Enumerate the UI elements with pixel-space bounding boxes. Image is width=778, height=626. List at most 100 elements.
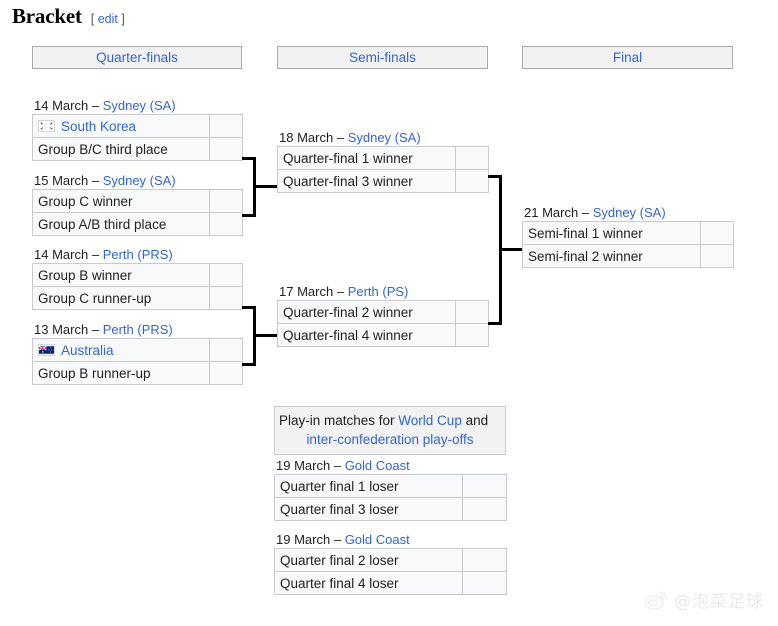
team-name-label: Group B runner-up bbox=[38, 365, 151, 381]
venue-link[interactable]: Gold Coast bbox=[344, 458, 410, 473]
bracket-connector-stub-semi-final-1 bbox=[256, 185, 278, 188]
team-name-label: Quarter final 4 loser bbox=[280, 575, 399, 591]
table-row: Quarter final 3 loser bbox=[274, 497, 507, 521]
match-table-quarter-final-2: Group C winner Group A/B third place bbox=[32, 189, 243, 236]
match-date-quarter-final-1: 14 March – Sydney (SA) bbox=[32, 97, 243, 114]
table-row: Semi-final 1 winner bbox=[522, 221, 734, 245]
team-name-label: Group C winner bbox=[38, 193, 133, 209]
venue-link[interactable]: Perth (PRS) bbox=[102, 322, 173, 337]
score-cell bbox=[209, 114, 243, 138]
weibo-watermark: @泡菜足球 bbox=[644, 587, 764, 612]
venue-link[interactable]: Gold Coast bbox=[344, 532, 410, 547]
match-date-text: 18 March bbox=[279, 130, 334, 145]
venue-link[interactable]: Perth (PRS) bbox=[102, 247, 173, 262]
match-quarter-final-2: 15 March – Sydney (SA) Group C winner Gr… bbox=[32, 172, 243, 236]
team-name-label: Quarter-final 1 winner bbox=[283, 150, 413, 166]
match-table-quarter-final-4: Australia Group B runner-up bbox=[32, 338, 243, 385]
match-date-quarter-final-4: 13 March – Perth (PRS) bbox=[32, 321, 243, 338]
team-name-label: Group C runner-up bbox=[38, 290, 152, 306]
team-cell: Quarter final 1 loser bbox=[274, 474, 463, 498]
bracket-connector-qf3-qf4 bbox=[242, 306, 256, 366]
score-cell bbox=[462, 548, 507, 572]
score-cell bbox=[209, 338, 243, 362]
team-cell: Semi-final 1 winner bbox=[522, 221, 701, 245]
table-row: Semi-final 2 winner bbox=[522, 244, 734, 268]
team-name-label: Group A/B third place bbox=[38, 216, 167, 232]
team-name-label: Quarter final 2 loser bbox=[280, 552, 399, 568]
match-table-final: Semi-final 1 winner Semi-final 2 winner bbox=[522, 221, 734, 268]
team-name-label: Quarter-final 4 winner bbox=[283, 327, 413, 343]
table-row: Australia bbox=[32, 338, 243, 362]
bracket-connector-qf1-qf2 bbox=[242, 157, 256, 217]
match-date-text: 13 March bbox=[34, 322, 89, 337]
team-cell: Semi-final 2 winner bbox=[522, 244, 701, 268]
table-row: Quarter-final 1 winner bbox=[277, 146, 489, 170]
venue-link[interactable]: Sydney (SA) bbox=[592, 205, 666, 220]
venue-link[interactable]: Sydney (SA) bbox=[347, 130, 421, 145]
table-row: Quarter final 1 loser bbox=[274, 474, 507, 498]
inter-confederation-play-offs-link[interactable]: inter-confederation play-offs bbox=[306, 432, 474, 447]
table-row: Group B/C third place bbox=[32, 137, 243, 161]
play-in-caption-line-1: Play-in matches for World Cup and bbox=[279, 411, 501, 430]
team-name-label: Semi-final 1 winner bbox=[528, 225, 643, 241]
team-cell[interactable]: Australia bbox=[32, 338, 210, 362]
team-name-label[interactable]: Australia bbox=[61, 342, 114, 358]
south-korea-flag bbox=[38, 120, 55, 132]
venue-link[interactable]: Sydney (SA) bbox=[102, 98, 176, 113]
round-header-final[interactable]: Final bbox=[522, 46, 733, 69]
team-name-label: Group B/C third place bbox=[38, 141, 168, 157]
team-cell: Group C runner-up bbox=[32, 286, 210, 310]
table-row: Quarter final 2 loser bbox=[274, 548, 507, 572]
table-row: Quarter-final 3 winner bbox=[277, 169, 489, 193]
match-quarter-final-3: 14 March – Perth (PRS) Group B winner Gr… bbox=[32, 246, 243, 310]
table-row: Group B winner bbox=[32, 263, 243, 287]
match-date-quarter-final-2: 15 March – Sydney (SA) bbox=[32, 172, 243, 189]
date-venue-dash: – bbox=[581, 205, 590, 220]
bracket-connector-stub-semi-final-2 bbox=[256, 334, 278, 337]
play-in-caption-line-2: inter-confederation play-offs bbox=[279, 430, 501, 449]
bracket-connector-stub-final bbox=[502, 248, 523, 251]
table-row: Quarter final 4 loser bbox=[274, 571, 507, 595]
date-venue-dash: – bbox=[91, 322, 100, 337]
match-semi-final-1: 18 March – Sydney (SA) Quarter-final 1 w… bbox=[277, 129, 489, 193]
team-cell: Quarter-final 3 winner bbox=[277, 169, 456, 193]
play-in-caption-box: Play-in matches for World Cup and inter-… bbox=[274, 406, 506, 455]
team-name-label[interactable]: South Korea bbox=[61, 118, 137, 134]
round-header-quarter-finals[interactable]: Quarter-finals bbox=[32, 46, 242, 69]
venue-link[interactable]: Perth (PS) bbox=[347, 284, 409, 299]
round-header-semi-finals[interactable]: Semi-finals bbox=[277, 46, 488, 69]
edit-section-link-wrapper: [ edit ] bbox=[91, 12, 125, 26]
team-name-label: Quarter final 3 loser bbox=[280, 501, 399, 517]
match-date-text: 14 March bbox=[34, 247, 89, 262]
score-cell bbox=[209, 286, 243, 310]
match-date-quarter-final-3: 14 March – Perth (PRS) bbox=[32, 246, 243, 263]
bracket-connector-sf1-sf2 bbox=[488, 175, 502, 325]
team-cell: Quarter-final 1 winner bbox=[277, 146, 456, 170]
world-cup-link[interactable]: World Cup bbox=[398, 413, 462, 428]
date-venue-dash: – bbox=[91, 247, 100, 262]
team-cell: Quarter-final 2 winner bbox=[277, 300, 456, 324]
table-row: Quarter-final 4 winner bbox=[277, 323, 489, 347]
match-table-semi-final-2: Quarter-final 2 winner Quarter-final 4 w… bbox=[277, 300, 489, 347]
date-venue-dash: – bbox=[333, 532, 342, 547]
australia-flag bbox=[38, 344, 55, 356]
score-cell bbox=[700, 244, 734, 268]
team-cell: Group B winner bbox=[32, 263, 210, 287]
date-venue-dash: – bbox=[336, 284, 345, 299]
play-in-caption-suffix: and bbox=[461, 413, 489, 428]
team-cell: Quarter-final 4 winner bbox=[277, 323, 456, 347]
date-venue-dash: – bbox=[333, 458, 342, 473]
team-name-label: Quarter final 1 loser bbox=[280, 478, 399, 494]
venue-link[interactable]: Sydney (SA) bbox=[102, 173, 176, 188]
team-name-label: Quarter-final 3 winner bbox=[283, 173, 413, 189]
date-venue-dash: – bbox=[91, 98, 100, 113]
table-row: Group B runner-up bbox=[32, 361, 243, 385]
match-table-play-in-2: Quarter final 2 loser Quarter final 4 lo… bbox=[274, 548, 507, 595]
team-name-label: Semi-final 2 winner bbox=[528, 248, 643, 264]
team-cell[interactable]: South Korea bbox=[32, 114, 210, 138]
match-date-text: 14 March bbox=[34, 98, 89, 113]
play-in-caption-prefix: Play-in matches for bbox=[279, 413, 399, 428]
score-cell bbox=[462, 571, 507, 595]
team-name-label: Group B winner bbox=[38, 267, 132, 283]
edit-link[interactable]: edit bbox=[97, 12, 118, 26]
